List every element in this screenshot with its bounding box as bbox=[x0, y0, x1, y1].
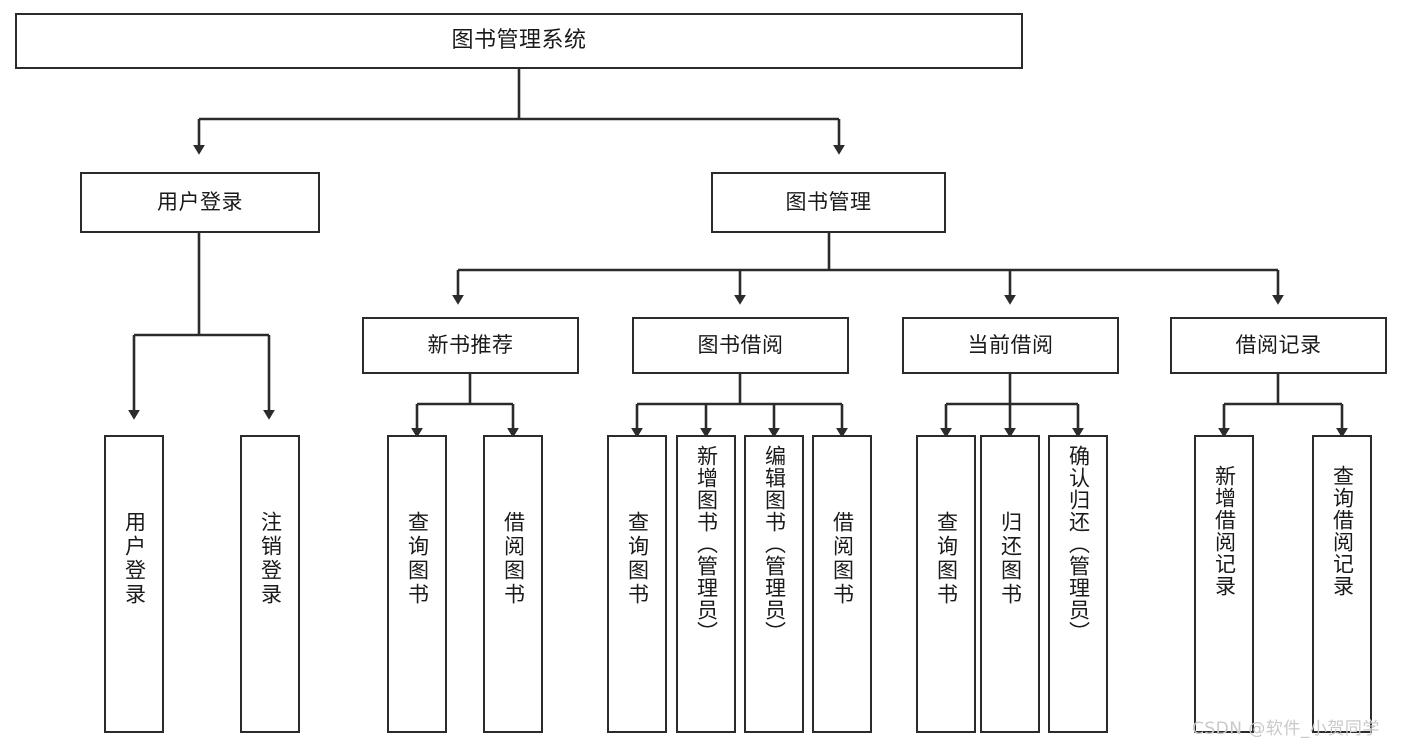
node-borrow-record[interactable]: 借阅记录 bbox=[1170, 317, 1387, 374]
node-label: 用户登录 bbox=[122, 511, 147, 607]
leaf-query-books-newbook[interactable]: 查询图书 bbox=[387, 435, 447, 733]
node-book-management[interactable]: 图书管理 bbox=[711, 172, 946, 233]
node-label: 用户登录 bbox=[157, 189, 243, 214]
node-label: 图书管理系统 bbox=[451, 27, 587, 53]
node-label: 注销登录 bbox=[258, 511, 283, 607]
node-label: 查询借阅记录 bbox=[1330, 465, 1355, 597]
node-label: 当前借阅 bbox=[967, 332, 1054, 357]
leaf-query-borrow-record[interactable]: 查询借阅记录 bbox=[1312, 435, 1372, 733]
node-label: 新书推荐 bbox=[427, 332, 514, 357]
node-label: 新增图书（管理员） bbox=[694, 445, 719, 643]
leaf-borrow-books-borrow[interactable]: 借阅图书 bbox=[812, 435, 872, 733]
leaf-logout[interactable]: 注销登录 bbox=[240, 435, 300, 733]
node-root-book-management-system[interactable]: 图书管理系统 bbox=[15, 13, 1023, 69]
node-new-book-recommend[interactable]: 新书推荐 bbox=[362, 317, 579, 374]
leaf-edit-book-admin[interactable]: 编辑图书（管理员） bbox=[744, 435, 804, 733]
leaf-add-borrow-record[interactable]: 新增借阅记录 bbox=[1194, 435, 1254, 733]
node-label: 查询图书 bbox=[625, 511, 650, 607]
node-book-borrow[interactable]: 图书借阅 bbox=[632, 317, 849, 374]
leaf-confirm-return-admin[interactable]: 确认归还（管理员） bbox=[1048, 435, 1108, 733]
leaf-user-login[interactable]: 用户登录 bbox=[104, 435, 164, 733]
node-label: 查询图书 bbox=[934, 511, 959, 607]
node-label: 归还图书 bbox=[998, 511, 1023, 607]
csdn-watermark: CSDN @软件_小贺同学 bbox=[1192, 719, 1380, 739]
leaf-query-books-borrow[interactable]: 查询图书 bbox=[607, 435, 667, 733]
node-user-login[interactable]: 用户登录 bbox=[80, 172, 320, 233]
node-label: 借阅图书 bbox=[501, 511, 526, 607]
node-label: 图书借阅 bbox=[697, 332, 784, 357]
leaf-add-book-admin[interactable]: 新增图书（管理员） bbox=[676, 435, 736, 733]
leaf-return-books[interactable]: 归还图书 bbox=[980, 435, 1040, 733]
leaf-borrow-books-newbook[interactable]: 借阅图书 bbox=[483, 435, 543, 733]
node-label: 查询图书 bbox=[405, 511, 430, 607]
node-label: 新增借阅记录 bbox=[1212, 465, 1237, 597]
leaf-query-books-current[interactable]: 查询图书 bbox=[916, 435, 976, 733]
node-label: 借阅记录 bbox=[1235, 332, 1322, 357]
node-label: 确认归还（管理员） bbox=[1066, 445, 1091, 643]
node-label: 图书管理 bbox=[785, 189, 872, 214]
node-current-borrow[interactable]: 当前借阅 bbox=[902, 317, 1119, 374]
node-label: 借阅图书 bbox=[830, 511, 855, 607]
node-label: 编辑图书（管理员） bbox=[762, 445, 787, 643]
